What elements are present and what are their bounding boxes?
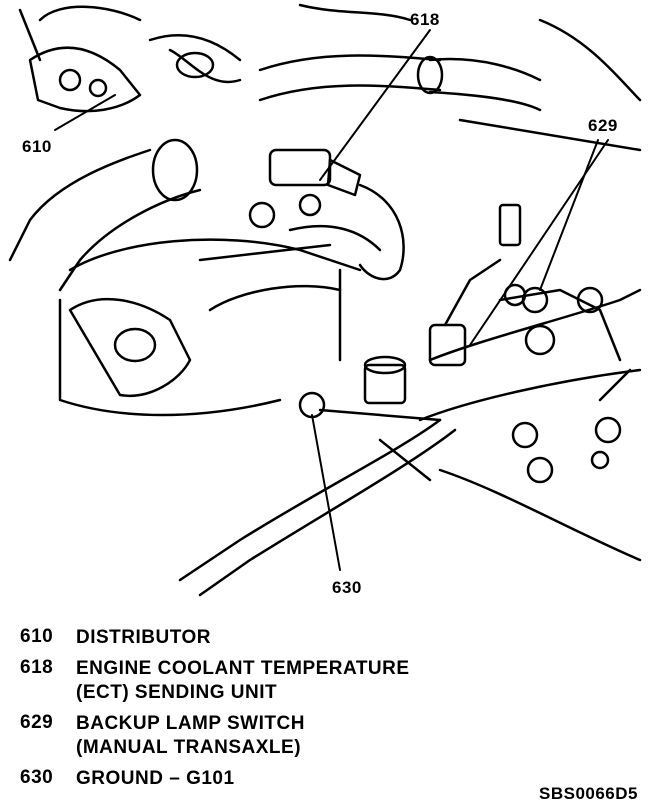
figure-id: SBS0066D5 bbox=[538, 784, 638, 803]
legend-number: 610 bbox=[20, 626, 54, 647]
legend-number: 618 bbox=[20, 657, 54, 678]
legend-number: 629 bbox=[20, 712, 54, 733]
legend-label: (ECT) SENDING UNIT bbox=[76, 682, 278, 703]
backup-lamp-switch-drawing bbox=[428, 203, 527, 367]
callout-618: 618 bbox=[410, 10, 440, 29]
legend: 610 DISTRIBUTOR 618 ENGINE COOLANT TEMPE… bbox=[20, 626, 640, 798]
callout-629: 629 bbox=[588, 116, 618, 135]
leader-lines bbox=[54, 29, 609, 571]
engine-block bbox=[58, 224, 382, 417]
legend-item-610: 610 DISTRIBUTOR bbox=[20, 626, 640, 650]
legend-label: BACKUP LAMP SWITCH bbox=[76, 713, 305, 734]
callout-610: 610 bbox=[22, 137, 52, 156]
legend-item-629: 629 BACKUP LAMP SWITCH (MANUAL TRANSAXLE… bbox=[20, 712, 640, 760]
radiator-hose bbox=[8, 138, 202, 292]
legend-label: (MANUAL TRANSAXLE) bbox=[76, 737, 302, 758]
legend-label: DISTRIBUTOR bbox=[76, 627, 211, 648]
legend-label: ENGINE COOLANT TEMPERATURE bbox=[76, 658, 410, 679]
distributor-drawing bbox=[18, 5, 242, 113]
ground-harness-drawing bbox=[178, 355, 457, 597]
legend-item-618: 618 ENGINE COOLANT TEMPERATURE (ECT) SEN… bbox=[20, 657, 640, 705]
callout-630: 630 bbox=[332, 578, 362, 597]
legend-item-630: 630 GROUND – G101 bbox=[20, 767, 640, 791]
engine-illustration bbox=[8, 3, 642, 597]
transaxle-housing bbox=[418, 286, 642, 562]
upper-hoses bbox=[258, 3, 642, 152]
legend-label: GROUND – G101 bbox=[76, 768, 235, 789]
legend-number: 630 bbox=[20, 767, 54, 788]
